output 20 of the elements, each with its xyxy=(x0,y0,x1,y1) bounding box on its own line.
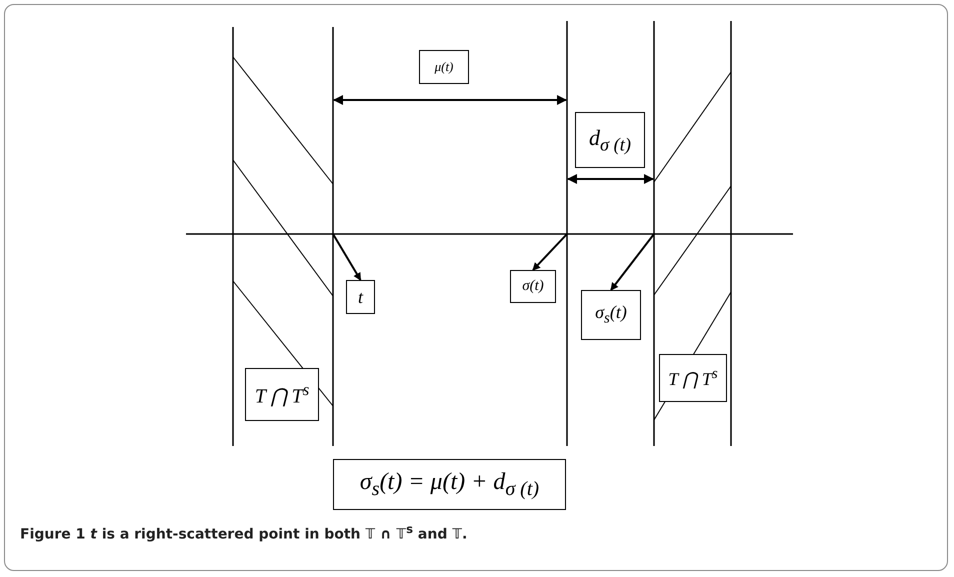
formula-box xyxy=(333,459,566,510)
label-box xyxy=(346,280,375,314)
arrow xyxy=(532,233,568,271)
arrow xyxy=(610,233,655,291)
figure-caption: Figure 1 t is a right-scattered point in both 𝕋 ∩ 𝕋$^{s}$ and 𝕋. xyxy=(20,522,468,543)
math-label: d$_{σ (t)}$ xyxy=(589,124,631,156)
math-label: T ⋂ T$^{s}$ xyxy=(254,380,310,409)
label-box xyxy=(659,354,727,402)
label-box xyxy=(510,270,556,303)
math-label: μ(t) xyxy=(434,59,454,75)
arrow xyxy=(332,233,362,281)
math-label: σ(t) xyxy=(522,278,544,295)
math-label: T ⋂ T$^{s}$ xyxy=(668,366,718,390)
label-box xyxy=(575,112,645,168)
math-label: t xyxy=(358,286,363,308)
label-box xyxy=(581,290,641,340)
label-box xyxy=(245,368,319,421)
label-box xyxy=(419,50,469,84)
formula-text: σ$_{s}$(t) = μ(t) + d$_{σ (t)}$ xyxy=(360,468,540,500)
math-label: σ$_{s}$(t) xyxy=(595,302,627,328)
